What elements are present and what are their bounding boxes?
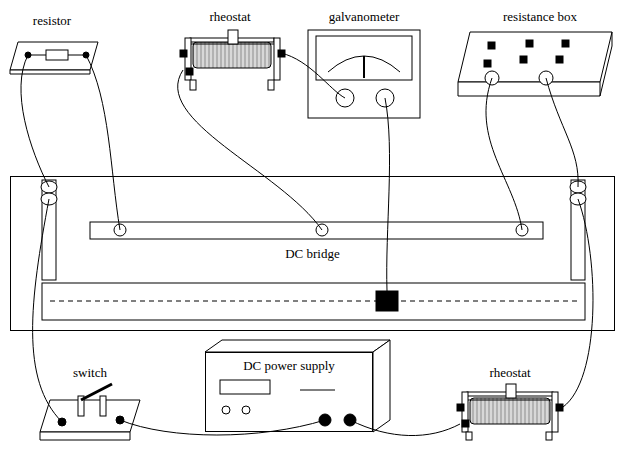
part-name: switch: [73, 366, 107, 380]
resistance-box-symbol: [458, 32, 612, 96]
rheostat-symbol: [457, 384, 563, 440]
part-name: resistor: [33, 14, 71, 28]
power-supply-front: DC power supply: [205, 352, 373, 432]
node-label: DC power supply: [243, 359, 335, 373]
node-label: DC bridge: [285, 247, 340, 261]
part-name: galvanometer: [329, 10, 400, 24]
part-name: rheostat: [489, 366, 530, 380]
power-supply-body: [205, 340, 390, 432]
wire: [21, 53, 593, 436]
bridge-frame: DC bridge: [10, 176, 615, 331]
rheostat-symbol: [180, 30, 285, 90]
galvanometer-symbol: [308, 30, 420, 118]
bridge-board: [41, 180, 586, 320]
slider-contact: [376, 291, 398, 311]
part-name: resistance box: [503, 10, 577, 24]
switch-symbol: [40, 384, 140, 440]
part-name: rheostat: [209, 10, 250, 24]
